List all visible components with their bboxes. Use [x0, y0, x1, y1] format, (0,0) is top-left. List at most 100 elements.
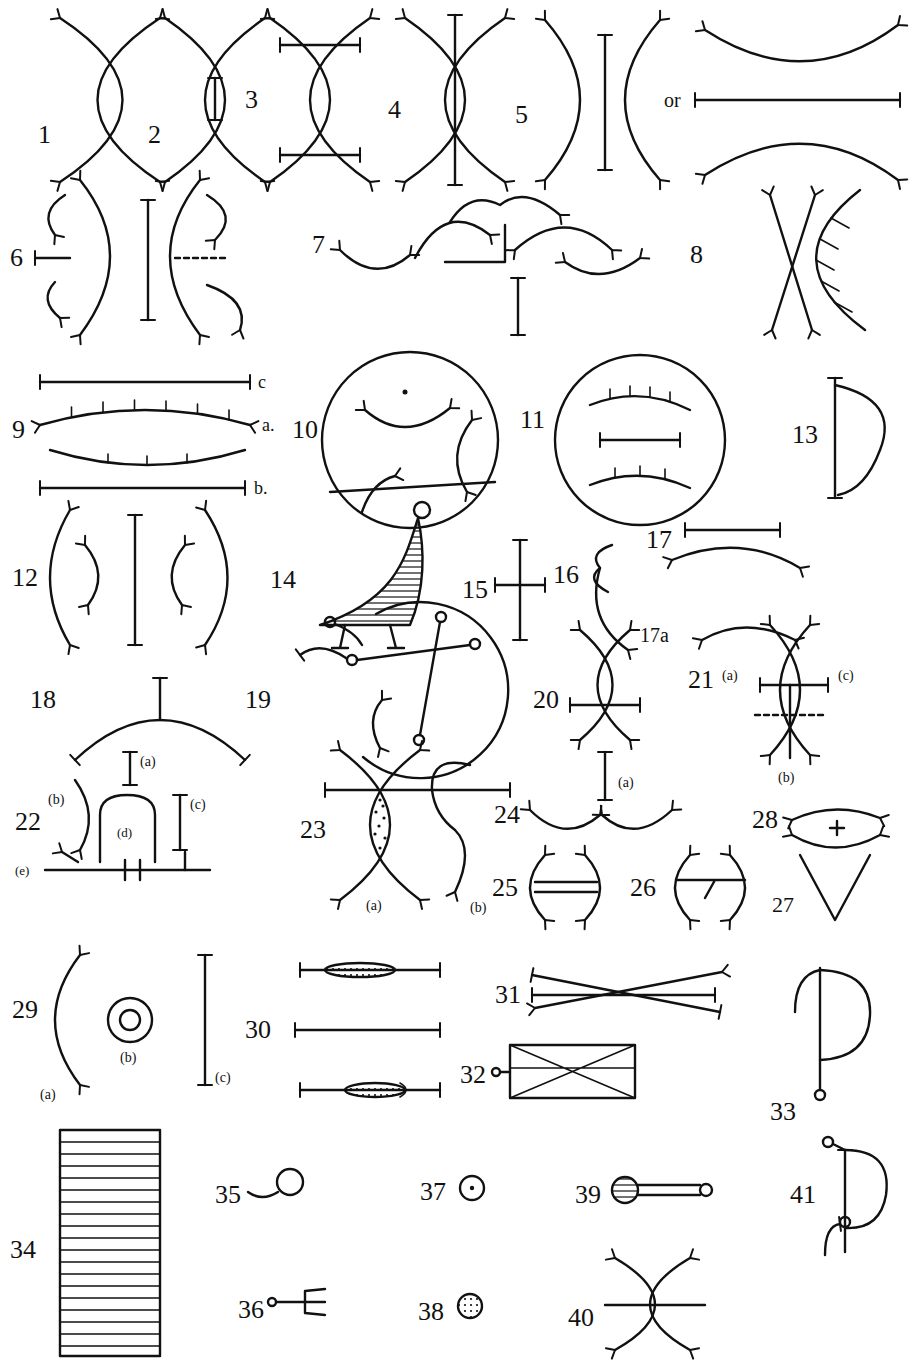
hatched-symbol: [816, 190, 865, 330]
callout-number: 22: [15, 809, 41, 835]
arch-symbol: [125, 852, 185, 880]
bracket-symbol: [585, 855, 600, 920]
circle-symbol: [347, 655, 357, 665]
dotted-circle: [458, 1294, 482, 1318]
circle-symbol: [403, 390, 408, 395]
bracket-symbol: [705, 144, 898, 180]
circle-symbol: [357, 645, 470, 660]
line-symbol: [400, 1083, 406, 1097]
arc-symbol: [445, 225, 505, 262]
p-symbol: [844, 1150, 846, 1252]
bracket-symbol: [205, 510, 228, 645]
bracket-symbol: [705, 25, 898, 61]
bracket-symbol: [207, 285, 242, 330]
callout-number: 20: [533, 687, 559, 713]
circle-symbol: [615, 466, 665, 479]
callout-number: 17a: [640, 625, 669, 645]
bracket-symbol: [604, 35, 606, 170]
arc-symbol: [515, 228, 612, 251]
circle-symbol: [414, 735, 424, 745]
lens-symbol: [270, 18, 370, 182]
arch-symbol: [129, 752, 131, 785]
callout-number: 14: [270, 567, 296, 593]
curl-symbol: [248, 1169, 303, 1197]
lens-symbol: [605, 1304, 705, 1306]
bracket-symbol: [675, 855, 745, 920]
bracket-symbol: [175, 257, 228, 259]
bracket-symbol: [530, 855, 600, 920]
comb-symbol: [268, 1289, 325, 1315]
rod-symbol: [700, 1184, 712, 1196]
callout-number: 26: [630, 875, 656, 901]
lens-symbol: [310, 18, 370, 182]
circle-symbol: [325, 617, 335, 627]
lens-symbol: [280, 154, 360, 156]
callout-number: 31: [495, 982, 521, 1008]
lens-symbol: [755, 625, 828, 758]
callout-number: 29: [12, 997, 38, 1023]
callout-number: 2: [148, 122, 161, 148]
line-symbol: [325, 963, 395, 977]
callout-number: 13: [792, 422, 818, 448]
part-label: (a): [140, 755, 156, 769]
dot-circle: [470, 1186, 474, 1190]
circle-symbol: [300, 648, 346, 658]
bracket-symbol: [545, 20, 580, 180]
circle-symbol: [335, 624, 362, 645]
lens-symbol: [570, 630, 640, 800]
part-label: (b): [120, 1051, 136, 1065]
bracket-symbol: [134, 515, 136, 645]
box-symbol: [510, 1045, 635, 1098]
lens-symbol: [280, 44, 360, 46]
bracket-symbol: [35, 257, 70, 259]
part-label: or: [664, 90, 681, 110]
circle-symbol: [555, 355, 725, 525]
box-symbol: [492, 1045, 635, 1098]
callout-number: 24: [494, 802, 520, 828]
part-label: (c): [215, 1071, 231, 1085]
callout-number: 28: [752, 807, 778, 833]
bird-figure: [414, 502, 430, 518]
line-symbol: [532, 975, 720, 1012]
hatched-symbol: [108, 454, 187, 465]
phi-symbol: [815, 1090, 825, 1100]
phi-symbol: [795, 970, 820, 1012]
circle-symbol: [470, 639, 480, 649]
part-label: (e): [15, 864, 29, 877]
phi-symbol: [820, 970, 870, 1060]
arc-symbol: [602, 810, 672, 829]
circle-symbol: [325, 789, 510, 791]
callout-number: 5: [515, 102, 528, 128]
line-symbol: [295, 1029, 440, 1031]
circle-symbol: [330, 482, 495, 492]
callout-number: 23: [300, 817, 326, 843]
arch-symbol: [62, 852, 78, 862]
line-symbol: [345, 1083, 405, 1097]
callout-number: 16: [553, 562, 579, 588]
lens-symbol: [792, 809, 880, 820]
lens-symbol: [165, 18, 225, 182]
line-symbol: [535, 972, 722, 1008]
bracket-symbol: [48, 282, 60, 318]
bracket-symbol: [730, 855, 745, 920]
part-label: (a): [618, 776, 634, 790]
circle-symbol: [362, 476, 395, 512]
bracket-symbol: [677, 880, 745, 898]
lens-symbol: [580, 630, 613, 740]
part-label: (a): [366, 899, 382, 913]
callout-number: 40: [568, 1305, 594, 1331]
d-symbol: [834, 378, 836, 498]
lens-symbol: [405, 15, 505, 185]
callout-number: 32: [460, 1062, 486, 1088]
callout-number: 11: [520, 407, 545, 433]
phi-symbol: [819, 968, 821, 1089]
curl-symbol: [248, 1192, 278, 1197]
p-symbol: [825, 1224, 840, 1255]
hatched-symbol: [40, 381, 250, 383]
callout-number: 6: [10, 245, 23, 271]
callout-number: 37: [420, 1179, 446, 1205]
lens-symbol: [373, 798, 386, 849]
box-symbol: [510, 1045, 635, 1098]
p-symbol: [823, 1137, 887, 1255]
